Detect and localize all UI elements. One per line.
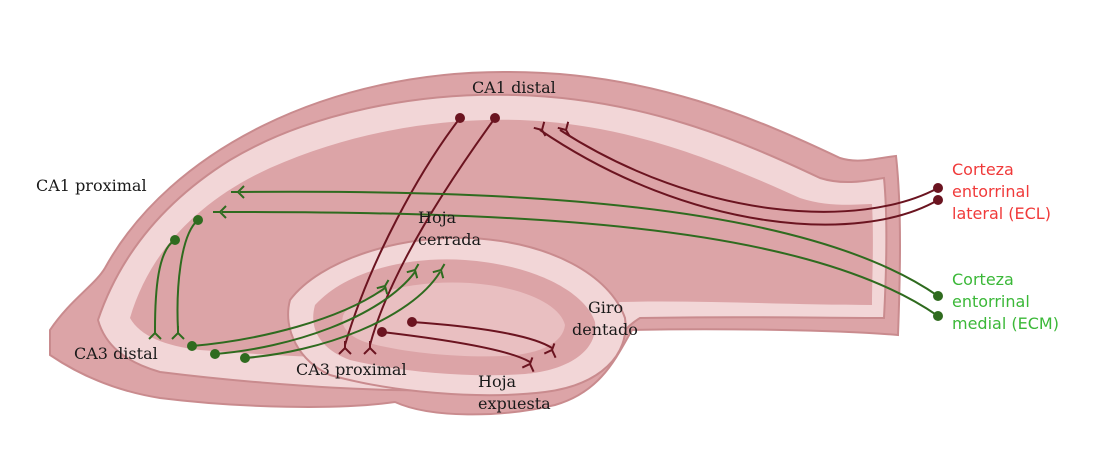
lateral-source-dot-2 [933, 195, 943, 205]
ca1-distal-dot-2 [490, 113, 500, 123]
ca3-distal-dot-1 [187, 341, 197, 351]
ca1-distal-dot-1 [455, 113, 465, 123]
ca1-proximal-dot-2 [193, 215, 203, 225]
legend-medial-line2: entorrinal [952, 292, 1030, 312]
dentate-dot-2 [377, 327, 387, 337]
medial-source-dot-1 [933, 291, 943, 301]
label-giro-dentado-line1: Giro [588, 298, 623, 318]
ca3-distal-dot-3 [240, 353, 250, 363]
label-ca3-proximal: CA3 proximal [296, 360, 407, 380]
label-hoja-cerrada-line1: Hoja [418, 208, 456, 228]
label-hoja-expuesta-line2: expuesta [478, 394, 551, 414]
legend-lateral-line2: entorrinal [952, 182, 1030, 202]
label-ca1-proximal: CA1 proximal [36, 176, 147, 196]
ca3-distal-dot-2 [210, 349, 220, 359]
legend-medial-line3: medial (ECM) [952, 314, 1059, 334]
dentate-dot-1 [407, 317, 417, 327]
medial-source-dot-2 [933, 311, 943, 321]
label-ca1-distal: CA1 distal [472, 78, 556, 98]
label-ca3-distal: CA3 distal [74, 344, 158, 364]
legend-lateral-line3: lateral (ECL) [952, 204, 1051, 224]
label-hoja-cerrada-line2: cerrada [418, 230, 481, 250]
label-hoja-expuesta-line1: Hoja [478, 372, 516, 392]
ca1-proximal-dot-1 [170, 235, 180, 245]
lateral-source-dot-1 [933, 183, 943, 193]
label-giro-dentado-line2: dentado [572, 320, 638, 340]
legend-medial-line1: Corteza [952, 270, 1014, 290]
legend-lateral-line1: Corteza [952, 160, 1014, 180]
